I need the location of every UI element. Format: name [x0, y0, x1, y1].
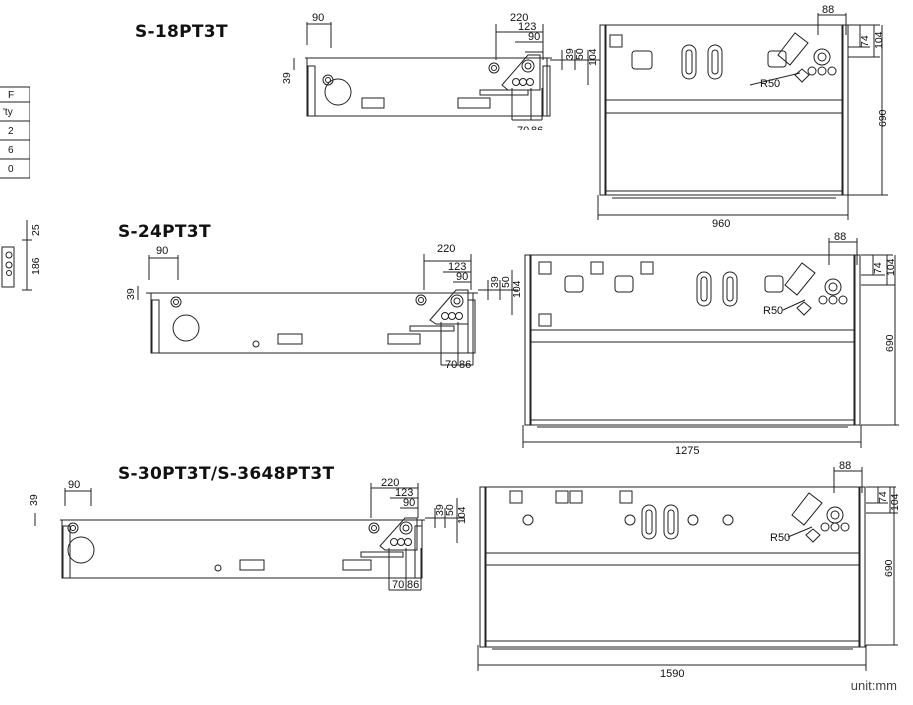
- front-view-3: 90 220 123 90 39 50 104 39 70 86: [28, 478, 468, 591]
- partial-spec-table: F 'ty 2 6 0: [0, 86, 30, 179]
- dim-39-left: 39: [281, 72, 293, 84]
- table-cell-0: F: [8, 90, 14, 101]
- dim-90-r3: 90: [68, 479, 80, 491]
- dim-220-r3: 220: [381, 478, 399, 489]
- front-view-1: 90 220 123 90 39 50 104 39 70 86: [281, 12, 600, 130]
- dim-50: 50: [574, 48, 586, 60]
- dim-39-left-r2: 39: [125, 288, 137, 300]
- table-cell-2: 2: [8, 126, 14, 137]
- dim-88-r2: 88: [834, 231, 846, 243]
- dim-39-r2: 39: [489, 276, 501, 288]
- dim-70: 70: [517, 125, 529, 130]
- dim-74: 74: [859, 35, 871, 47]
- dim-25: 25: [30, 224, 40, 236]
- dim-50-r2: 50: [500, 276, 512, 288]
- dim-74-r2: 74: [872, 262, 884, 274]
- dim-86-r3: 86: [407, 579, 419, 591]
- dim-104: 104: [587, 48, 599, 66]
- dim-960: 960: [712, 218, 730, 230]
- radius-r50: R50: [760, 78, 780, 90]
- unit-label: unit:mm: [850, 678, 897, 693]
- dim-90b-r3: 90: [403, 497, 415, 509]
- table-cell-4: 0: [8, 164, 14, 175]
- dim-220-r2: 220: [437, 243, 455, 255]
- top-view-2: 88 74 104 690 R50 1275: [522, 231, 899, 455]
- dim-186: 186: [30, 257, 40, 275]
- dim-90b-r2: 90: [456, 271, 468, 283]
- dim-690-r3: 690: [883, 559, 895, 577]
- dim-220: 220: [510, 12, 528, 24]
- dim-104-top-r2: 104: [885, 258, 897, 276]
- dim-86-r2: 86: [459, 359, 471, 370]
- dim-70-r2: 70: [445, 359, 457, 370]
- radius-r50-r2: R50: [763, 305, 783, 317]
- dim-104-top-r3: 104: [889, 493, 900, 511]
- dim-104-r3: 104: [456, 506, 468, 524]
- dim-90b: 90: [528, 31, 540, 43]
- dim-74-r3: 74: [877, 491, 889, 503]
- dim-88-r3: 88: [839, 460, 851, 472]
- dim-123-r2: 123: [448, 261, 466, 273]
- dim-1590: 1590: [660, 668, 684, 680]
- top-view-3: 88 74 104 690 R50 1590: [477, 460, 900, 680]
- dim-39-left-r3: 39: [28, 494, 40, 506]
- model-title-2: S-24PT3T: [118, 222, 211, 242]
- model-title-3: S-30PT3T/S-3648PT3T: [118, 464, 335, 484]
- dim-90: 90: [312, 12, 324, 24]
- dim-50-r3: 50: [444, 504, 456, 516]
- radius-r50-r3: R50: [770, 532, 790, 544]
- dim-1275: 1275: [675, 445, 699, 455]
- dim-88: 88: [822, 5, 834, 16]
- dim-70-r3: 70: [392, 579, 404, 591]
- front-view-2: 90 220 123 90 39 50 104 39 70 86: [125, 243, 523, 370]
- dim-123: 123: [518, 21, 536, 33]
- dim-86: 86: [531, 125, 543, 130]
- dim-690: 690: [877, 109, 889, 127]
- top-view-1: 88 74 104 690 R50 960: [597, 5, 889, 230]
- dim-39-r3: 39: [434, 504, 446, 516]
- dim-90-r2: 90: [156, 245, 168, 257]
- table-cell-1: 'ty: [3, 107, 13, 118]
- table-cell-3: 6: [8, 145, 14, 156]
- dim-123-r3: 123: [395, 487, 413, 499]
- dim-104-top: 104: [873, 31, 885, 49]
- dim-690-r2: 690: [884, 334, 896, 352]
- dim-104-r2: 104: [511, 280, 523, 298]
- partial-side-view: 25 186: [1, 220, 40, 291]
- dim-39: 39: [564, 48, 576, 60]
- model-title-1: S-18PT3T: [135, 22, 228, 42]
